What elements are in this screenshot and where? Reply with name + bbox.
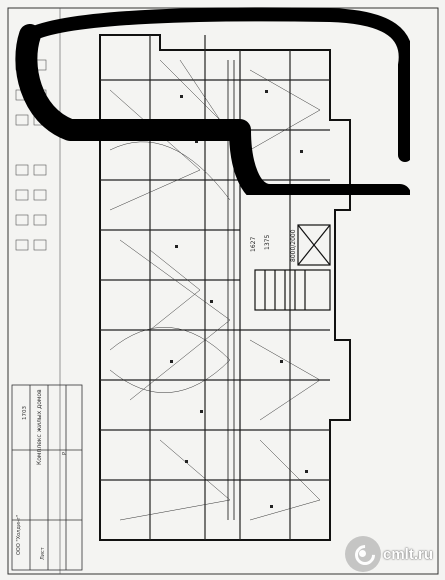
dimension-label: 1375 xyxy=(264,234,271,250)
stamp-title: Комплекс жилых домов xyxy=(36,389,43,465)
stamp-organization: ООО "Холдинг" xyxy=(16,514,22,555)
stamp-sheet-mark: Р xyxy=(62,451,68,455)
stamp-sheet-label: Лист xyxy=(40,547,46,560)
watermark-text: cmlt.ru xyxy=(383,546,434,563)
dimension-label: 8000/2000 xyxy=(290,229,297,262)
cmlt-watermark: cmlt.ru xyxy=(345,536,441,576)
stamp-code: 1703 xyxy=(22,406,28,420)
dimension-label: 1627 xyxy=(250,236,257,252)
cmlt-logo-icon xyxy=(345,536,381,572)
